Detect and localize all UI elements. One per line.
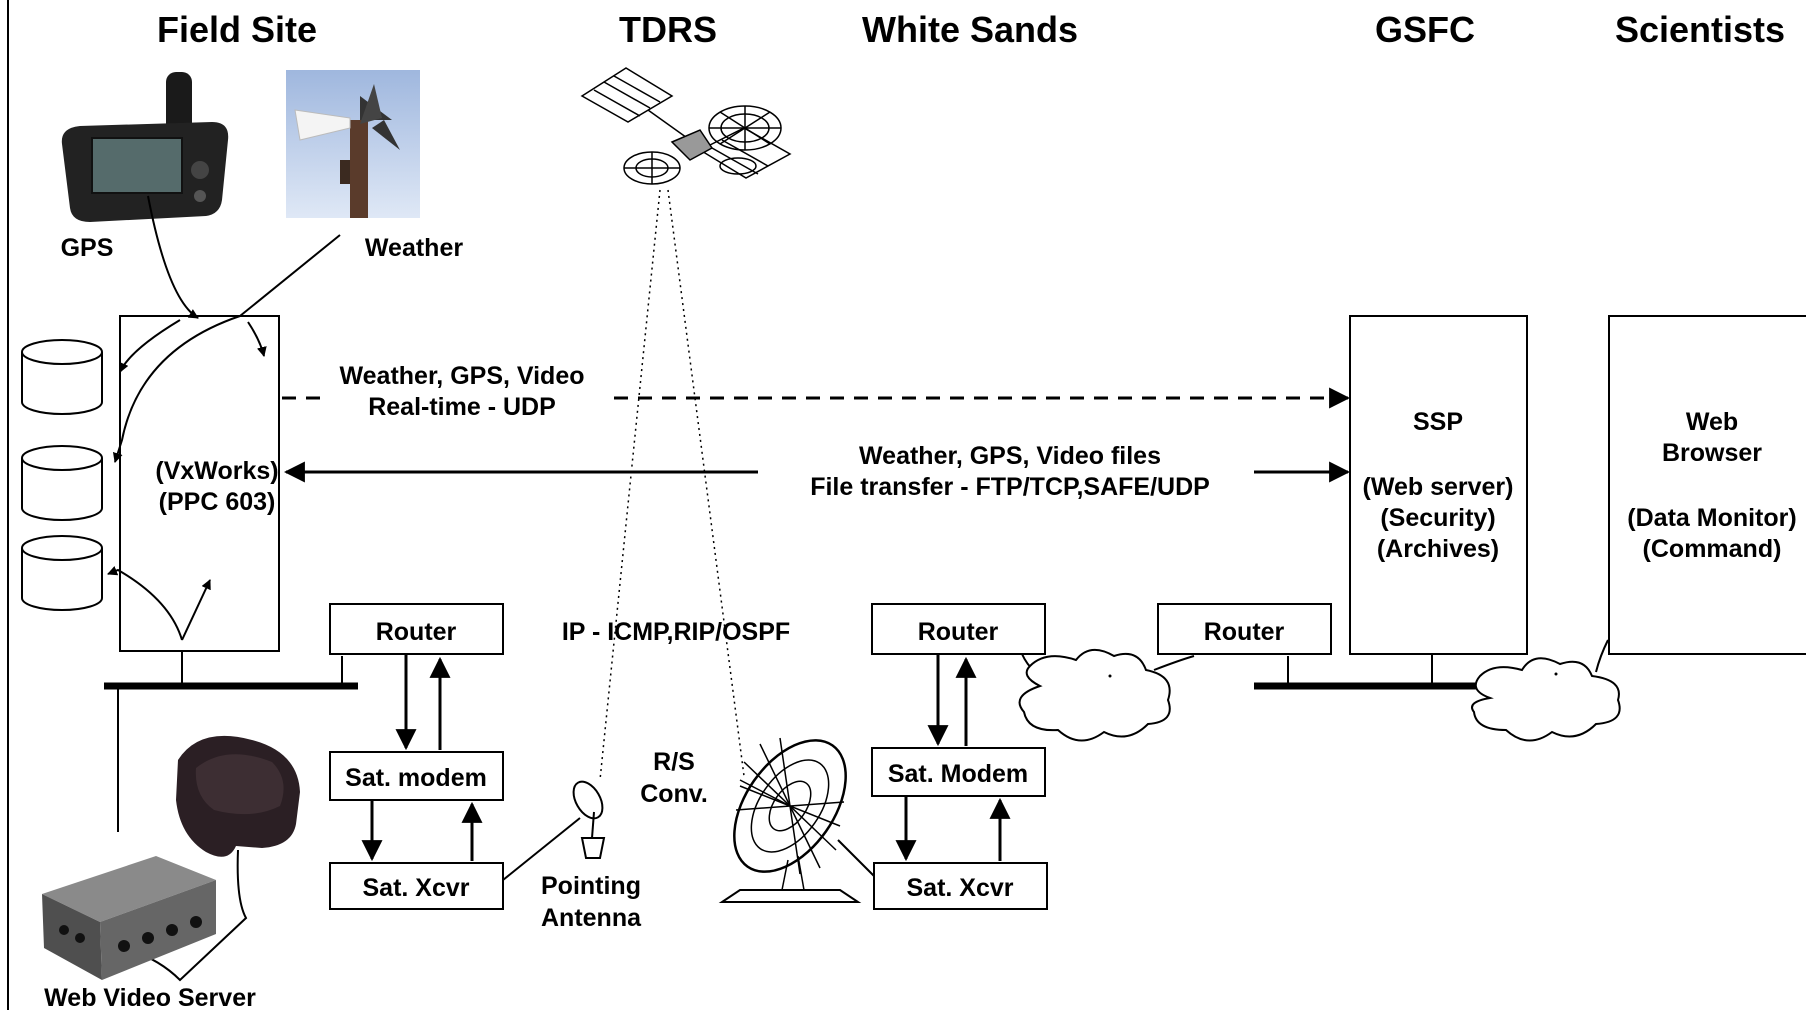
weather-to-disk-curve <box>112 315 241 463</box>
browser-label-line2: Browser <box>1662 439 1762 467</box>
camera-image <box>176 735 300 857</box>
ws-modem-label: Sat. Modem <box>888 760 1028 788</box>
header-field-site: Field Site <box>157 9 317 50</box>
realtime-label-bg <box>320 358 612 422</box>
ip-protocols-label: IP - ICMP,RIP/OSPF <box>562 618 790 646</box>
weather-vane-image <box>286 70 420 218</box>
uplink-dotted-line <box>599 189 661 781</box>
ssp-role-archives: (Archives) <box>1377 535 1499 563</box>
weather-cable <box>239 234 341 317</box>
ssp-server-box <box>1349 315 1528 655</box>
dish-antenna-icon <box>718 737 862 903</box>
browser-role-command: (Command) <box>1643 535 1782 563</box>
field-computer-box <box>119 315 280 652</box>
ws-router-box <box>871 603 1046 655</box>
video-server-image <box>42 856 216 980</box>
tdrs-satellite-icon <box>580 67 792 185</box>
header-scientists: Scientists <box>1615 9 1785 50</box>
pointing-antenna-icon <box>572 780 606 859</box>
weather-label: Weather <box>365 234 463 262</box>
weather-arrow-in <box>247 321 267 357</box>
rs-conv-label-line2: Conv. <box>640 780 708 808</box>
video-to-cpu-arrow <box>181 579 211 641</box>
header-gsfc: GSFC <box>1375 9 1475 50</box>
ws-xcvr-label: Sat. Xcvr <box>906 874 1013 902</box>
ssp-role-web: (Web server) <box>1363 473 1514 501</box>
ssp-role-security: (Security) <box>1380 504 1495 532</box>
gsfc-router-box <box>1157 603 1332 655</box>
browser-label-line1: Web <box>1686 408 1738 436</box>
video-server-label: Web Video Server <box>44 984 256 1010</box>
ws-xcvr-box <box>873 862 1048 910</box>
realtime-label-line2: Real-time - UDP <box>368 393 556 421</box>
field-xcvr-box <box>329 862 504 910</box>
field-router-label: Router <box>376 618 457 646</box>
ws-modem-box <box>871 747 1046 797</box>
disk-icon <box>21 339 103 611</box>
network-cloud-icon <box>1018 649 1195 742</box>
gps-cable <box>147 195 199 319</box>
computer-os-label: (VxWorks) <box>155 457 278 485</box>
realtime-label-line1: Weather, GPS, Video <box>340 362 585 390</box>
xcvr-antenna-cable <box>502 817 581 881</box>
files-label-line2: File transfer - FTP/TCP,SAFE/UDP <box>810 473 1210 501</box>
header-tdrs: TDRS <box>619 9 717 50</box>
gps-to-disk-curve <box>119 319 181 373</box>
computer-cpu-label: (PPC 603) <box>159 488 276 516</box>
rs-conv-label-line1: R/S <box>653 748 695 776</box>
gps-device-image <box>61 72 229 222</box>
antenna-label-line2: Antenna <box>541 904 642 932</box>
gsfc-router-label: Router <box>1204 618 1285 646</box>
field-modem-box <box>329 751 504 801</box>
field-xcvr-label: Sat. Xcvr <box>362 874 469 902</box>
field-router-box <box>329 603 504 655</box>
field-modem-label: Sat. modem <box>345 764 487 792</box>
browser-role-monitor: (Data Monitor) <box>1627 504 1796 532</box>
header-white-sands: White Sands <box>862 9 1078 50</box>
video-to-disk-curve <box>107 566 183 641</box>
downlink-dotted-line <box>667 189 745 777</box>
gps-label: GPS <box>61 234 114 262</box>
files-label-line1: Weather, GPS, Video files <box>859 442 1161 470</box>
internet-cloud-icon <box>1471 639 1621 742</box>
antenna-label-line1: Pointing <box>541 872 641 900</box>
ssp-title: SSP <box>1413 408 1463 436</box>
web-browser-box <box>1608 315 1806 655</box>
ws-router-label: Router <box>918 618 999 646</box>
